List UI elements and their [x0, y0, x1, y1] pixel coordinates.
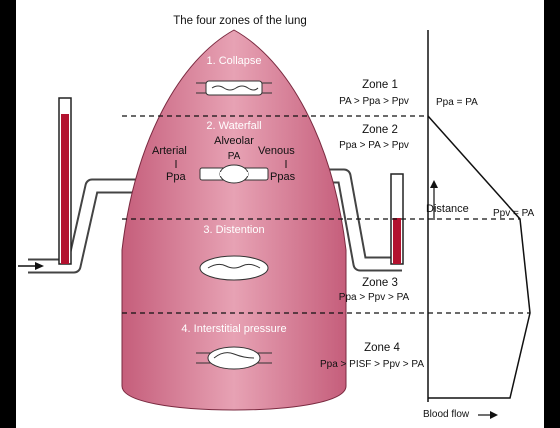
zone-4-name: Zone 4	[364, 343, 400, 355]
vessel-zone-1	[196, 81, 272, 95]
diagram-title: The four zones of the lung	[173, 16, 307, 28]
arterial-reservoir	[59, 98, 71, 264]
arterial-pressure-label: Ppa	[166, 172, 186, 183]
alveolar-label: Alveolar	[214, 136, 254, 147]
zone-2-name: Zone 2	[362, 125, 398, 137]
region-1-label: 1. Collapse	[206, 56, 261, 67]
blood-flow-arrow-icon	[478, 411, 498, 419]
vessel-zone-2	[200, 165, 268, 183]
venous-label: Venous	[258, 146, 295, 157]
vessel-zone-3	[200, 256, 268, 280]
graph-label-ppv-equals-pa: Ppv = PA	[493, 209, 534, 219]
distance-label: Distance	[426, 204, 469, 215]
region-2-label: 2. Waterfall	[206, 121, 261, 132]
venous-pressure-label: Ppas	[270, 172, 295, 183]
arterial-label: Arterial	[152, 146, 187, 157]
alveolar-pressure-label: PA	[228, 152, 241, 162]
region-3-label: 3. Distention	[203, 225, 264, 236]
zone-1-formula: PA > Ppa > Ppv	[339, 97, 409, 107]
zone-3-formula: Ppa > Ppv > PA	[339, 293, 409, 303]
blood-flow-curve	[428, 116, 530, 398]
blood-flow-label: Blood flow	[423, 410, 469, 420]
zone-2-formula: Ppa > PA > Ppv	[339, 141, 409, 151]
zone-3-name: Zone 3	[362, 278, 398, 290]
zone-1-name: Zone 1	[362, 80, 398, 92]
graph-label-ppa-equals-pa: Ppa = PA	[436, 98, 478, 108]
region-4-label: 4. Interstitial pressure	[181, 324, 286, 335]
zone-4-formula: Ppa > PISF > Ppv > PA	[320, 360, 424, 370]
